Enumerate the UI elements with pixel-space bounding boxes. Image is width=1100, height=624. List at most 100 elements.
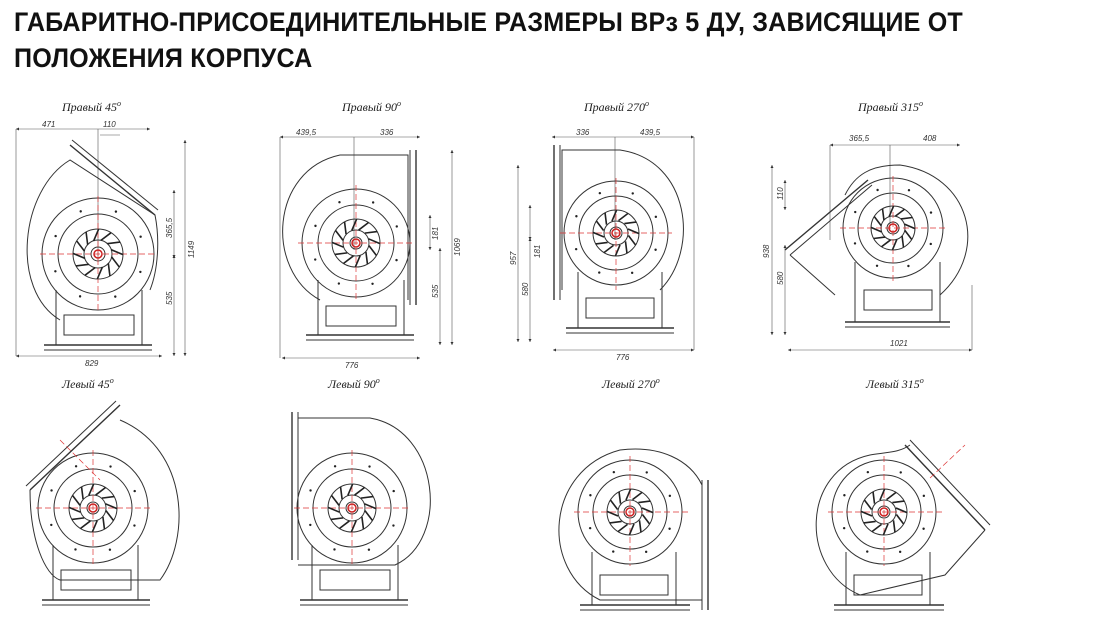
impeller-blade	[110, 256, 120, 268]
impeller-blade	[68, 506, 81, 513]
impeller-blade	[327, 506, 340, 513]
impeller-blade	[71, 517, 85, 521]
impeller-blade	[96, 266, 104, 280]
dim-right-270-top1: 336	[576, 128, 590, 137]
shaft-hub	[625, 507, 635, 517]
impeller-blade	[624, 221, 637, 225]
shaft-hub	[88, 503, 98, 513]
bolt-hole	[898, 550, 902, 554]
dim-right-45-bottom: 829	[85, 359, 99, 368]
bolt-hole	[612, 470, 616, 474]
bolt-hole	[907, 189, 911, 192]
impeller-blade	[904, 223, 916, 230]
fan-drawing-left-45	[25, 400, 180, 606]
bolt-hole	[922, 527, 925, 530]
impeller-blade	[334, 252, 348, 256]
dim-right-270-left3: 580	[521, 282, 530, 296]
bolt-hole	[338, 201, 341, 204]
shaft-hub	[611, 228, 621, 238]
impeller-blade	[360, 495, 374, 499]
bolt-hole	[598, 191, 602, 195]
impeller-blade	[628, 523, 635, 536]
bolt-hole	[574, 247, 578, 251]
impeller-blade	[870, 226, 882, 233]
bolt-hole	[668, 494, 672, 498]
impeller-blade	[863, 520, 876, 524]
dim-right-270-bottom: 776	[616, 353, 630, 362]
bolt-hole	[78, 295, 82, 298]
view-label-left-90: Левый 90o	[328, 376, 380, 391]
impeller-blade	[901, 235, 905, 248]
bolt-hole	[314, 224, 317, 228]
impeller-blade	[350, 520, 357, 533]
bolt-hole	[54, 234, 57, 238]
impeller-blade	[860, 510, 873, 517]
impeller-blade	[882, 523, 889, 536]
dim-right-270-left2: 181	[533, 245, 542, 258]
dim-right-315-bottom: 1021	[890, 339, 908, 348]
impeller-blade	[627, 235, 637, 246]
impeller-blade	[75, 263, 89, 267]
impeller-blade	[604, 212, 608, 225]
impeller-blade	[101, 495, 115, 499]
dim-right-90-right2: 1069	[453, 238, 462, 256]
dim-right-45-top1: 471	[42, 120, 55, 129]
impeller-blade	[347, 483, 354, 496]
impeller-blade	[609, 499, 619, 510]
bolt-hole	[876, 188, 879, 192]
impeller-blade	[641, 507, 654, 514]
bolt-hole	[907, 264, 910, 268]
bolt-hole	[133, 524, 136, 527]
bolt-hole	[612, 550, 615, 553]
impeller-details	[50, 188, 933, 554]
impeller-blade	[339, 486, 343, 500]
dim-right-45-right1: 365,5	[165, 217, 174, 238]
bolt-hole	[139, 235, 142, 238]
dim-right-315-top1: 365,5	[849, 134, 870, 143]
impeller-blade	[638, 500, 651, 504]
fan-drawing-left-315	[815, 439, 991, 611]
impeller-blade	[88, 483, 95, 496]
impeller-blade	[891, 239, 898, 251]
impeller-blade	[334, 229, 344, 241]
impeller-blade	[892, 520, 896, 533]
bolt-hole	[854, 210, 857, 214]
impeller-blade	[618, 212, 629, 222]
impeller-blade	[888, 205, 895, 217]
impeller-blade	[364, 230, 378, 234]
bolt-hole	[654, 248, 657, 251]
bolt-hole	[843, 494, 846, 497]
bolt-hole	[630, 271, 634, 275]
bolt-hole	[929, 242, 932, 246]
bolt-hole	[875, 264, 879, 267]
fan-drawing-right-270	[516, 135, 695, 352]
impeller-blade	[354, 486, 366, 496]
impeller-blade	[632, 491, 643, 501]
bolt-hole	[392, 524, 395, 527]
impeller-blade	[873, 236, 886, 240]
impeller-blade	[871, 523, 882, 533]
dim-right-270-left1: 957	[509, 251, 518, 265]
bolt-hole	[114, 295, 117, 298]
impeller-blade	[895, 507, 908, 514]
impeller-blade	[638, 520, 642, 533]
shaft-hub	[347, 503, 357, 513]
dimension-lines	[770, 143, 973, 352]
impeller-blade	[361, 516, 365, 530]
bolt-hole	[842, 526, 846, 530]
impeller-blade	[365, 251, 369, 265]
bolt-hole	[139, 270, 142, 274]
bolt-hole	[314, 258, 317, 261]
bolt-hole	[50, 489, 53, 492]
impeller-blade	[881, 208, 885, 221]
impeller-blade	[368, 238, 381, 245]
bolt-hole	[589, 494, 592, 497]
impeller-blade	[107, 263, 111, 277]
dim-right-315-left2: 110	[776, 187, 785, 200]
bolt-hole	[50, 523, 53, 527]
impeller-blade	[873, 216, 882, 227]
impeller-blade	[606, 510, 619, 517]
impeller-blade	[342, 255, 354, 265]
impeller-blade	[627, 228, 640, 235]
